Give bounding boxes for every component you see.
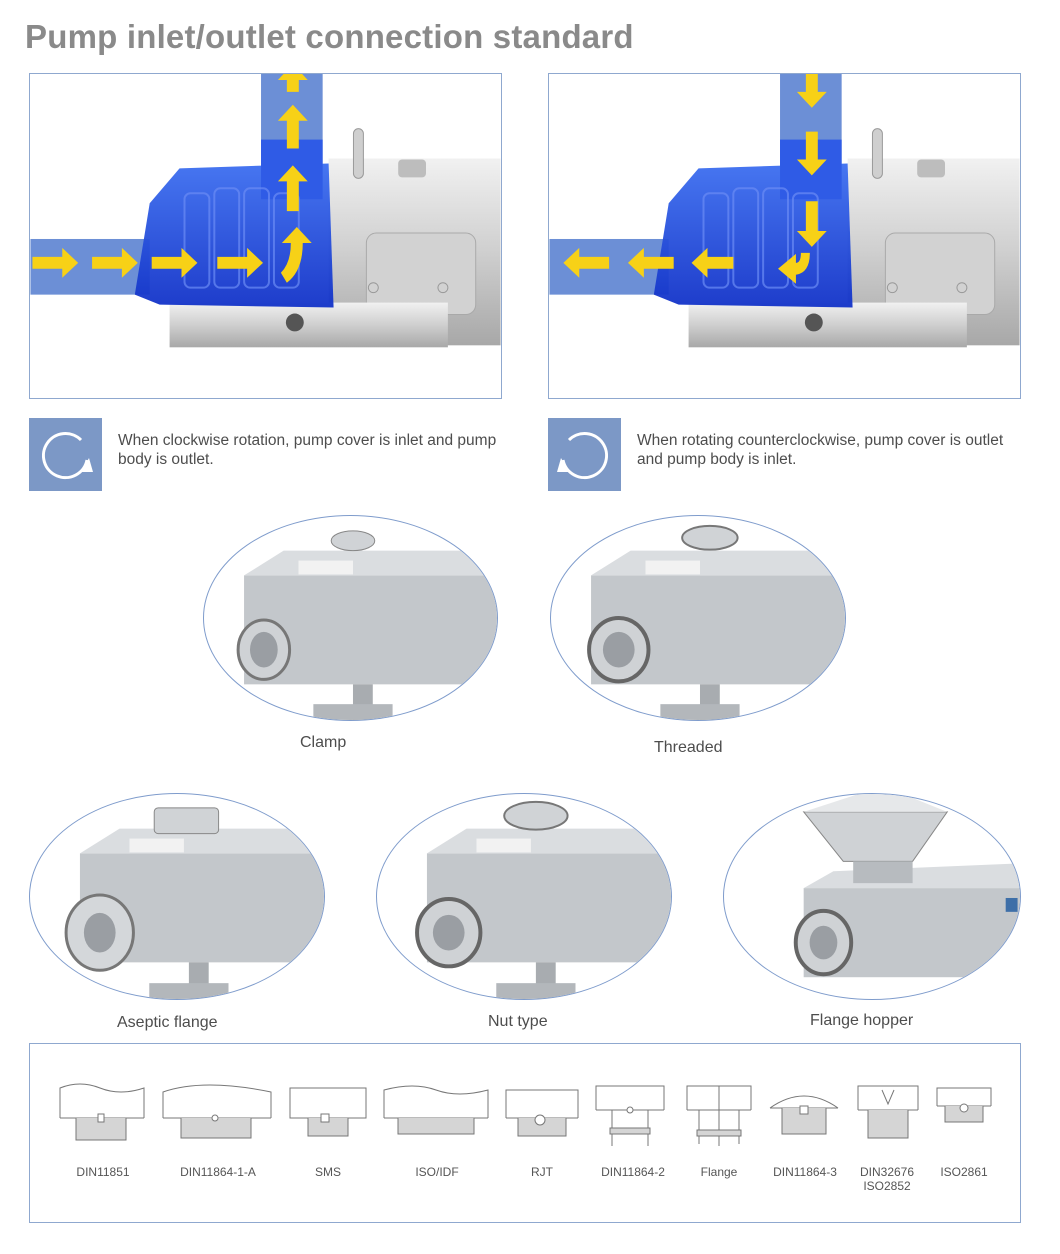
threaded-connection-image [550,515,846,721]
clamp-connection-image [203,515,498,721]
clockwise-description: When clockwise rotation, pump cover is i… [118,432,497,468]
page-title: Pump inlet/outlet connection standard [25,18,634,55]
counterclockwise-description: When rotating counterclockwise, pump cov… [637,432,1004,468]
din11851-drawing [58,1080,146,1160]
std-label-iso2852: ISO2852 [863,1179,911,1193]
aseptic-flange-connection-image [29,793,325,1000]
std-label-din11864-2: DIN11864-2 [601,1165,665,1179]
clockwise-rotation-icon [29,418,102,491]
din11864-3-drawing [768,1080,840,1160]
iso-idf-drawing [382,1080,490,1160]
threaded-label: Threaded [654,739,723,756]
flange-hopper-label: Flange hopper [810,1012,914,1029]
counterclockwise-flow-illustration [548,73,1021,399]
nut-type-label: Nut type [488,1013,548,1030]
flange-drawing [685,1080,753,1160]
std-label-rjt: RJT [531,1165,553,1179]
iso2861-drawing [935,1080,993,1160]
std-label-flange: Flange [700,1165,738,1179]
pump-cutaway-ccw [549,74,1020,348]
std-label-iso-idf: ISO/IDF [415,1165,459,1179]
pump-cutaway-cw [30,74,501,348]
std-label-din11864-3: DIN11864-3 [773,1165,837,1179]
counterclockwise-rotation-icon [548,418,621,491]
connection-standards-panel: DIN11851 DIN11864-1-A SMS ISO/IDF RJT DI… [29,1043,1021,1223]
rjt-drawing [504,1080,580,1160]
std-label-din11864-1-a: DIN11864-1-A [180,1165,256,1179]
din11864-1-a-drawing [161,1080,273,1160]
std-label-iso2861: ISO2861 [940,1165,988,1179]
din11864-2-drawing [594,1080,666,1160]
std-label-din11851: DIN11851 [76,1165,130,1179]
std-label-din32676: DIN32676 [859,1165,915,1179]
clockwise-flow-illustration [29,73,502,399]
nut-type-connection-image [376,793,672,1000]
sms-drawing [288,1080,368,1160]
std-label-sms: SMS [314,1165,342,1179]
clamp-label: Clamp [300,734,347,751]
din32676-iso2852-drawing [856,1080,920,1160]
aseptic-flange-label: Aseptic flange [117,1014,218,1031]
flange-hopper-connection-image [723,793,1021,1000]
